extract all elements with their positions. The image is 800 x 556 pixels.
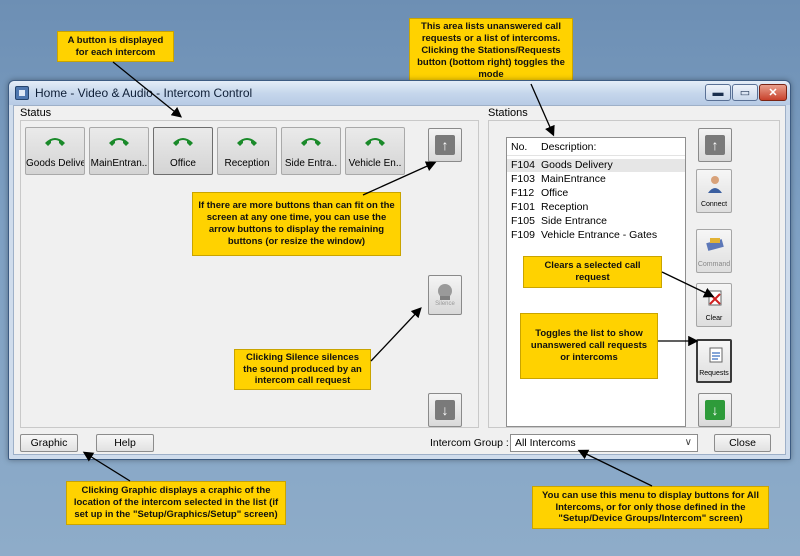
arrow-down-icon: ↓ bbox=[435, 400, 455, 420]
callout-area-lists: This area lists unanswered call requests… bbox=[409, 18, 573, 84]
close-icon: ✕ bbox=[768, 87, 778, 99]
intercom-group-value: All Intercoms bbox=[515, 437, 576, 449]
app-icon bbox=[15, 86, 29, 100]
table-row[interactable]: F103 MainEntrance bbox=[507, 173, 685, 186]
row-description: MainEntrance bbox=[541, 173, 606, 185]
arrow-up-icon: ↑ bbox=[435, 135, 455, 155]
close-button[interactable]: Close bbox=[714, 434, 771, 452]
table-row[interactable]: F104 Goods Delivery bbox=[507, 159, 685, 172]
intercom-label: Side Entra.. bbox=[284, 158, 338, 169]
window-title: Home - Video & Audio - Intercom Control bbox=[35, 86, 253, 100]
main-window: Home - Video & Audio - Intercom Control … bbox=[8, 80, 791, 460]
help-button[interactable]: Help bbox=[96, 434, 154, 452]
table-row[interactable]: F109 Vehicle Entrance - Gates bbox=[507, 229, 685, 242]
row-no: F103 bbox=[511, 173, 535, 185]
clear-button[interactable]: Clear bbox=[696, 283, 732, 327]
arrow-up-icon: ↑ bbox=[705, 135, 725, 155]
phone-icon bbox=[237, 138, 257, 146]
intercom-button[interactable]: Reception bbox=[217, 127, 277, 175]
intercom-button[interactable]: MainEntran.. bbox=[89, 127, 149, 175]
row-no: F109 bbox=[511, 229, 535, 241]
phone-icon bbox=[173, 138, 193, 146]
row-no: F105 bbox=[511, 215, 535, 227]
list-header: No. Description: bbox=[507, 138, 685, 156]
row-no: F112 bbox=[511, 187, 535, 199]
requests-icon bbox=[709, 347, 723, 363]
scroll-down-button[interactable]: ↓ bbox=[428, 393, 462, 427]
table-row[interactable]: F101 Reception bbox=[507, 201, 685, 214]
intercom-label: Office bbox=[170, 158, 196, 169]
clear-label: Clear bbox=[705, 315, 723, 322]
phone-icon bbox=[109, 138, 129, 146]
stations-up-button[interactable]: ↑ bbox=[698, 128, 732, 162]
callout-clears: Clears a selected call request bbox=[523, 256, 662, 288]
intercom-label: Vehicle En.. bbox=[348, 158, 402, 169]
phone-icon bbox=[301, 138, 321, 146]
intercom-label: Reception bbox=[224, 158, 270, 169]
arrow-down-icon: ↓ bbox=[705, 400, 725, 420]
connect-button[interactable]: Connect bbox=[696, 169, 732, 213]
table-row[interactable]: F112 Office bbox=[507, 187, 685, 200]
column-description: Description: bbox=[541, 141, 597, 153]
title-bar: Home - Video & Audio - Intercom Control … bbox=[9, 81, 790, 105]
callout-toggles: Toggles the list to show unanswered call… bbox=[520, 313, 658, 379]
client-area: Status Goods Delive..MainEntran..OfficeR… bbox=[13, 105, 786, 455]
connect-label: Connect bbox=[700, 201, 728, 208]
close-window-button[interactable]: ✕ bbox=[759, 84, 787, 101]
person-icon bbox=[708, 176, 722, 193]
phone-icon bbox=[45, 138, 65, 146]
row-no: F104 bbox=[511, 159, 535, 171]
minimize-icon: ▬ bbox=[712, 86, 724, 99]
maximize-button[interactable]: ▭ bbox=[732, 84, 758, 101]
stations-down-button[interactable]: ↓ bbox=[698, 393, 732, 427]
intercom-group-select[interactable]: All Intercoms ∨ bbox=[510, 434, 698, 452]
intercom-button[interactable]: Goods Delive.. bbox=[25, 127, 85, 175]
intercom-button[interactable]: Vehicle En.. bbox=[345, 127, 405, 175]
callout-menu: You can use this menu to display buttons… bbox=[532, 486, 769, 529]
callout-more-buttons: If there are more buttons than can fit o… bbox=[192, 192, 401, 256]
callout-graphic: Clicking Graphic displays a craphic of t… bbox=[66, 481, 286, 525]
clear-icon bbox=[708, 290, 722, 306]
callout-silence: Clicking Silence silences the sound prod… bbox=[234, 349, 371, 390]
row-no: F101 bbox=[511, 201, 535, 213]
callout-button-displayed: A button is displayed for each intercom bbox=[57, 31, 174, 62]
intercom-label: Goods Delive.. bbox=[26, 158, 84, 169]
silence-button[interactable]: Silence bbox=[428, 275, 462, 315]
minimize-button[interactable]: ▬ bbox=[705, 84, 731, 101]
requests-button[interactable]: Requests bbox=[696, 339, 732, 383]
intercom-group-label: Intercom Group : bbox=[430, 437, 509, 449]
speaker-icon bbox=[438, 284, 452, 300]
status-group-label: Status bbox=[20, 107, 52, 119]
table-row[interactable]: F105 Side Entrance bbox=[507, 215, 685, 228]
stations-group-label: Stations bbox=[488, 107, 528, 119]
command-label: Command bbox=[697, 261, 731, 268]
row-description: Vehicle Entrance - Gates bbox=[541, 229, 658, 241]
intercom-button[interactable]: Side Entra.. bbox=[281, 127, 341, 175]
row-description: Side Entrance bbox=[541, 215, 607, 227]
intercom-label: MainEntran.. bbox=[90, 158, 148, 169]
chevron-down-icon: ∨ bbox=[684, 437, 692, 448]
column-no: No. bbox=[511, 141, 528, 153]
row-description: Goods Delivery bbox=[541, 159, 613, 171]
silence-label: Silence bbox=[435, 301, 455, 307]
scroll-up-button[interactable]: ↑ bbox=[428, 128, 462, 162]
command-button[interactable]: Command bbox=[696, 229, 732, 273]
graphic-button[interactable]: Graphic bbox=[20, 434, 78, 452]
row-description: Reception bbox=[541, 201, 589, 213]
maximize-icon: ▭ bbox=[739, 87, 751, 99]
command-icon bbox=[706, 238, 724, 251]
phone-icon bbox=[365, 138, 385, 146]
row-description: Office bbox=[541, 187, 569, 199]
intercom-button[interactable]: Office bbox=[153, 127, 213, 175]
requests-label: Requests bbox=[699, 370, 729, 377]
